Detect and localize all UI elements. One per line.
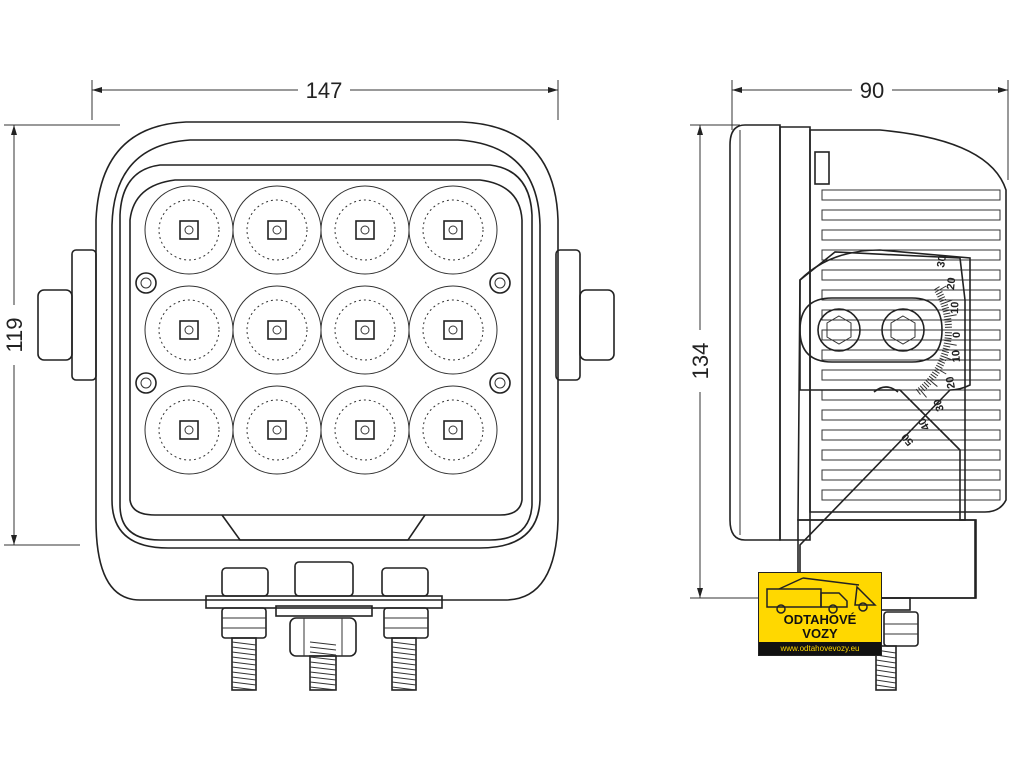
side-view: 90 134 30 20 10 0 (688, 78, 1009, 691)
led-chip (179, 420, 199, 440)
led-reflector (408, 185, 498, 275)
led-reflector (232, 185, 322, 275)
tilt-label: 10 (949, 301, 961, 314)
tilt-label: 30 (932, 397, 947, 412)
led-reflector (144, 285, 234, 375)
tilt-label: 40 (916, 416, 932, 432)
tilt-label: 10 (950, 350, 963, 363)
led-chip (355, 220, 375, 240)
led-chip (179, 220, 199, 240)
led-reflector (144, 185, 234, 275)
led-reflector (320, 185, 410, 275)
led-chip (355, 420, 375, 440)
led-reflector (144, 385, 234, 475)
led-chip (179, 320, 199, 340)
led-chip (267, 420, 287, 440)
tilt-label: 30 (935, 254, 949, 268)
tow-truck-icon (766, 577, 877, 614)
led-reflector (232, 285, 322, 375)
led-chip (355, 320, 375, 340)
led-reflector (408, 285, 498, 375)
logo-line-2: VOZY (802, 626, 838, 641)
tilt-label: 50 (899, 431, 916, 448)
front-width-label: 147 (306, 78, 343, 103)
odtahove-vozy-logo: ODTAHOVÉ VOZY www.odtahovevozy.eu (758, 572, 882, 656)
led-reflector (408, 385, 498, 475)
side-depth-label: 90 (860, 78, 884, 103)
logo-title: ODTAHOVÉ VOZY (759, 613, 881, 641)
tilt-scale-labels: 30 20 10 0 10 20 30 40 50 (899, 254, 963, 447)
led-chip (443, 220, 463, 240)
led-chip (443, 320, 463, 340)
tilt-label: 20 (945, 277, 958, 290)
tilt-label: 0 (951, 332, 963, 338)
logo-url: www.odtahovevozy.eu (759, 642, 881, 655)
front-view: 147 119 (2, 78, 897, 691)
side-height-label: 134 (688, 343, 713, 380)
front-height-label: 119 (2, 317, 27, 352)
led-array (144, 185, 498, 475)
tilt-label: 20 (944, 375, 958, 389)
tilt-scale (915, 285, 958, 398)
cooling-fins (821, 189, 1001, 501)
led-chip (267, 320, 287, 340)
led-chip (443, 420, 463, 440)
led-chip (267, 220, 287, 240)
logo-line-1: ODTAHOVÉ (783, 612, 857, 627)
bolt-threads (231, 641, 897, 691)
led-reflector (320, 285, 410, 375)
led-reflector (232, 385, 322, 475)
led-reflector (320, 385, 410, 475)
